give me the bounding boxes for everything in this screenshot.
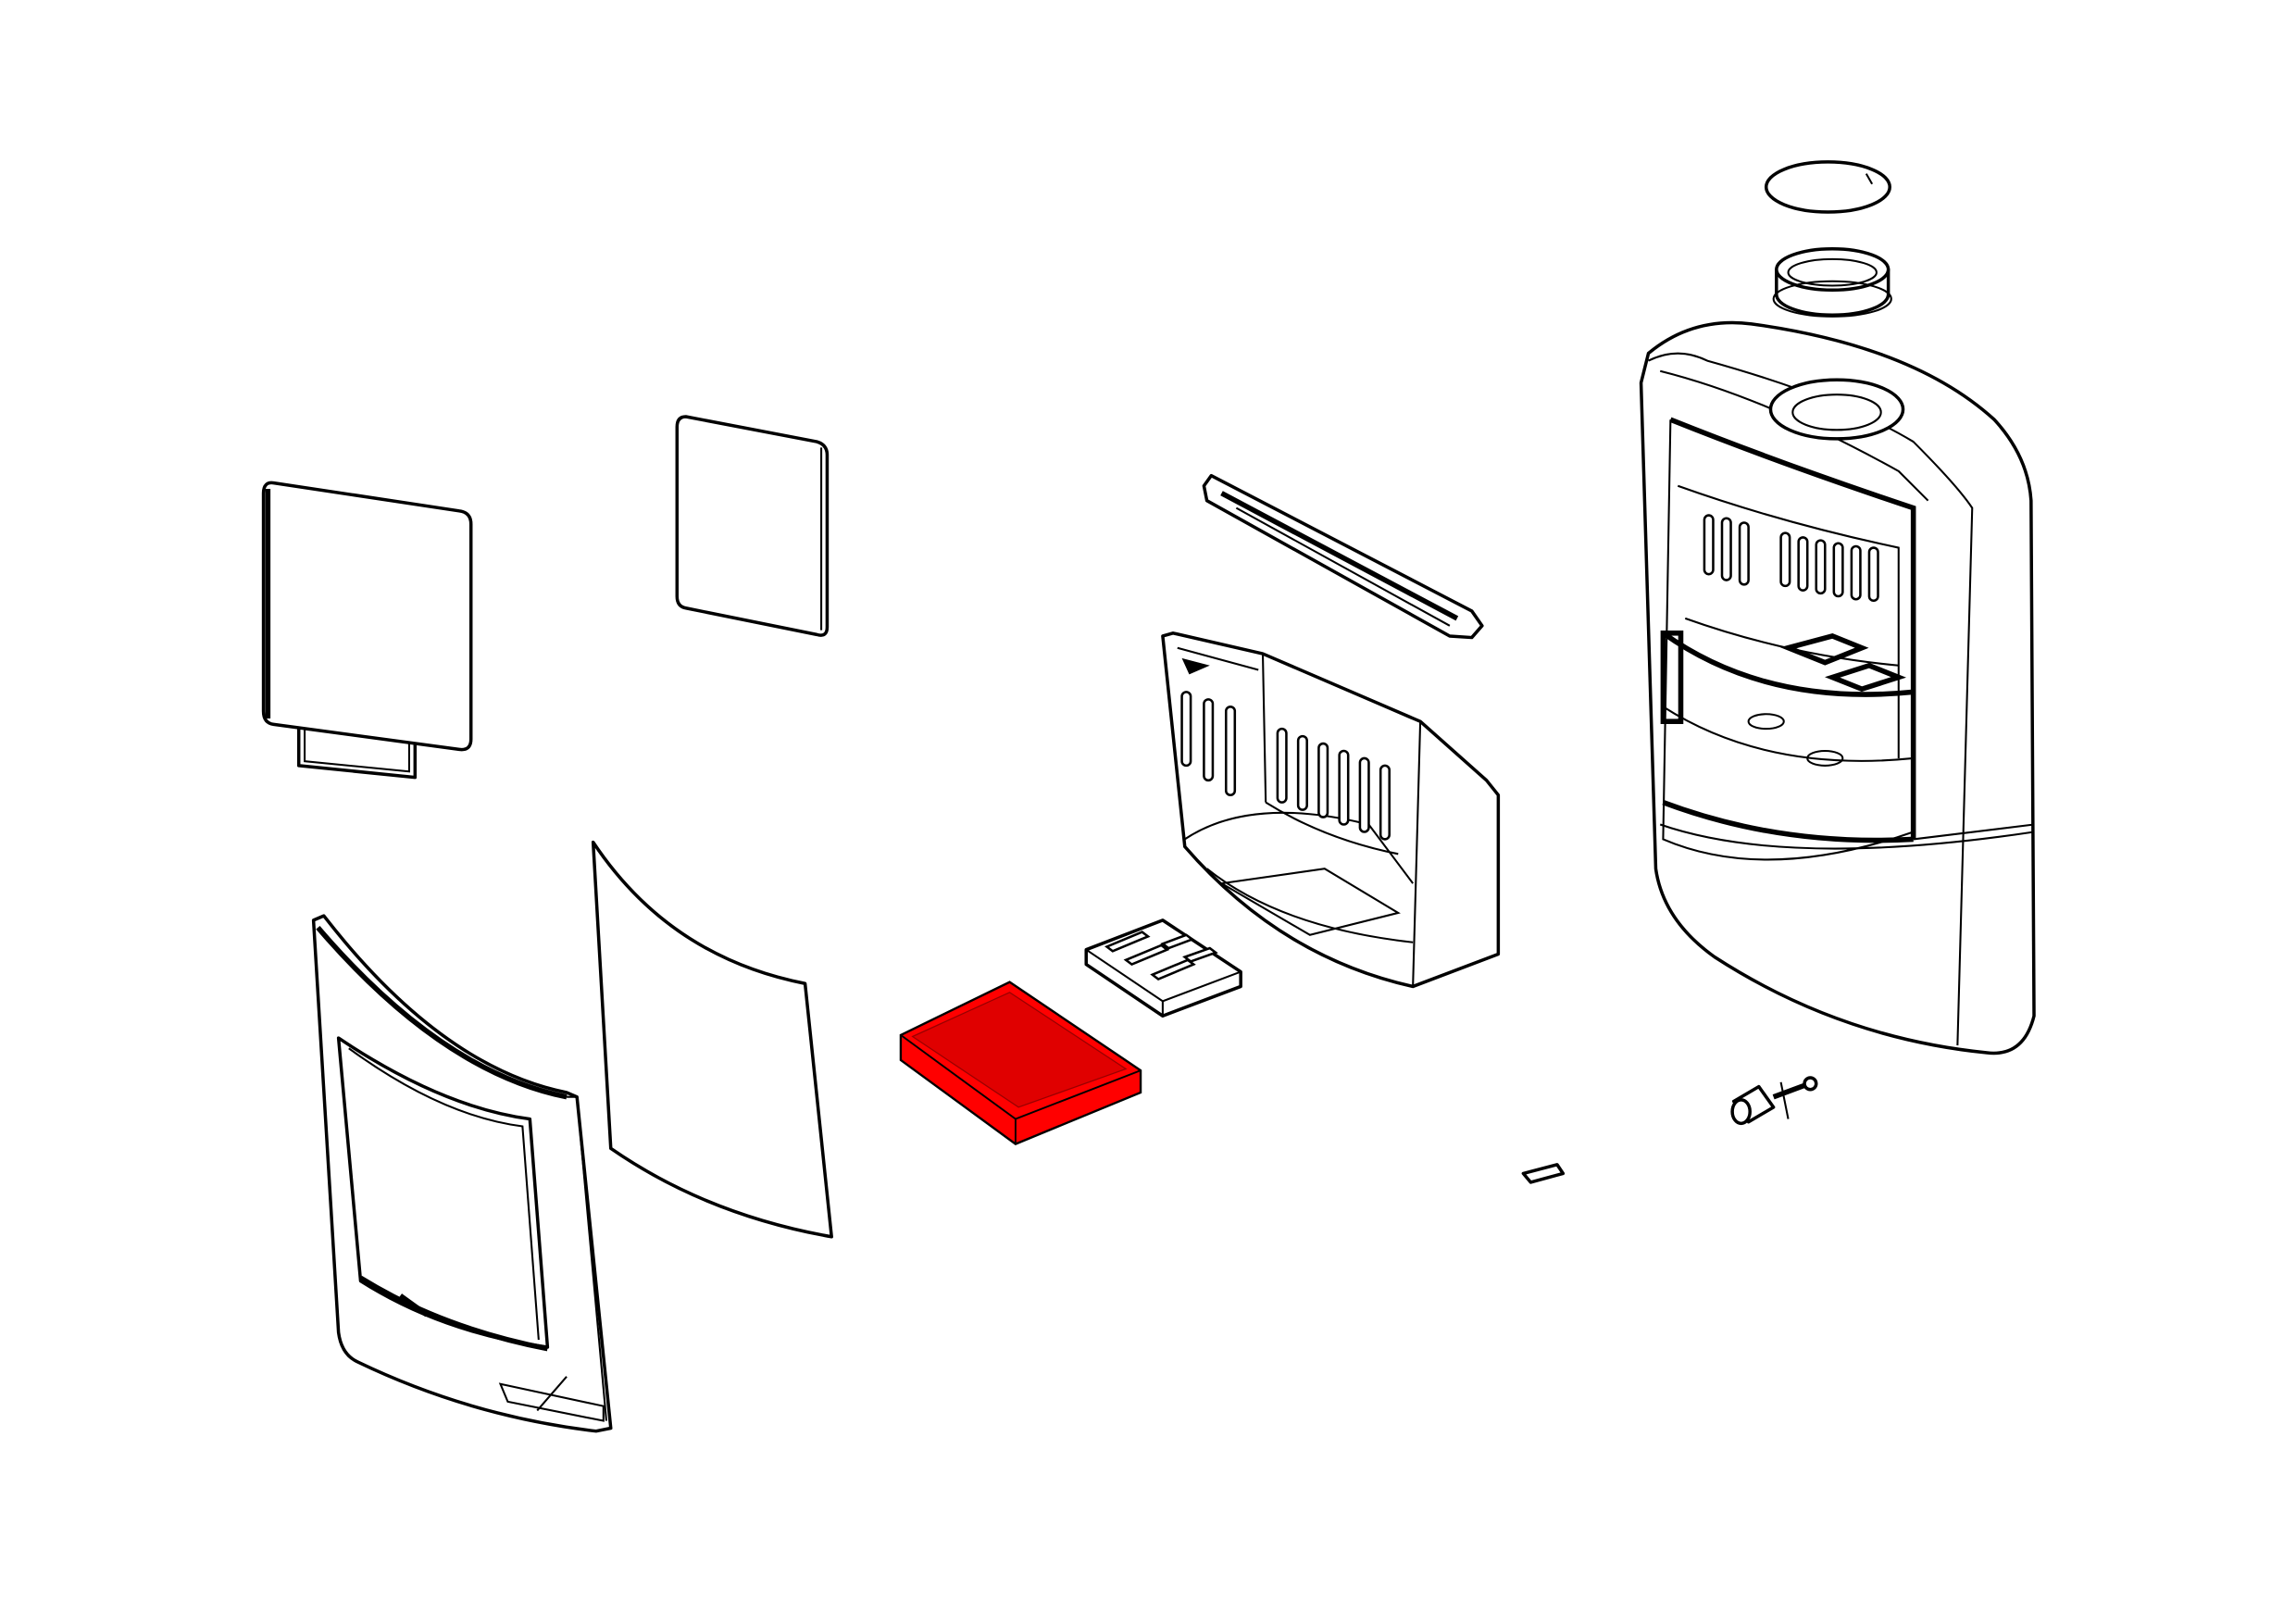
- part-air-control-knob[interactable]: [1730, 1076, 1818, 1126]
- stove-back-vent-slots: [1703, 514, 1879, 603]
- part-door-frame[interactable]: [311, 914, 613, 1433]
- part-door-glass[interactable]: [591, 840, 833, 1239]
- part-flue-collar[interactable]: [1772, 246, 1892, 318]
- part-side-panel-left[interactable]: [261, 481, 473, 780]
- part-small-clip[interactable]: [1521, 1163, 1566, 1184]
- firebox-vent-slots: [1180, 691, 1391, 841]
- part-side-panel-right[interactable]: [675, 415, 830, 637]
- part-ash-pan-highlighted[interactable]: [899, 981, 1142, 1145]
- part-firebox-liner[interactable]: [1161, 631, 1501, 989]
- part-baffle-plate[interactable]: [1202, 473, 1484, 640]
- part-grate[interactable]: [1084, 918, 1242, 1018]
- part-stove-body[interactable]: [1639, 320, 2036, 1056]
- part-flue-cover[interactable]: [1764, 160, 1891, 214]
